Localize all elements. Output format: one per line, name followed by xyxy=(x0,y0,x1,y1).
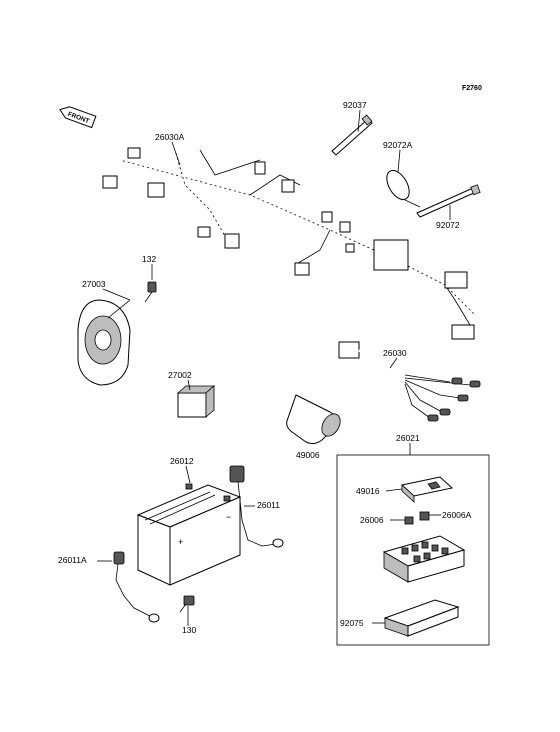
case-92075[interactable] xyxy=(383,599,460,637)
label-132: 132 xyxy=(142,254,156,264)
label-26006A: 26006A xyxy=(442,510,472,520)
battery-minus-icon: − xyxy=(226,512,231,522)
label-130: 130 xyxy=(182,625,196,635)
cap-49006[interactable] xyxy=(286,394,344,445)
bolt-130[interactable] xyxy=(179,595,195,613)
band-92072[interactable] xyxy=(416,184,481,218)
battery-plus-icon: + xyxy=(178,537,183,547)
battery-lead-26011[interactable] xyxy=(229,465,284,548)
fuse-26006A[interactable] xyxy=(419,511,430,521)
label-26021: 26021 xyxy=(396,433,420,443)
horn-27003[interactable] xyxy=(77,299,131,386)
label-26011: 26011 xyxy=(257,500,280,510)
junction-box-group-frame xyxy=(336,454,490,646)
label-26006: 26006 xyxy=(360,515,384,525)
cover-49016[interactable] xyxy=(400,476,454,503)
label-26012: 26012 xyxy=(170,456,194,466)
label-26030A: 26030A xyxy=(155,132,185,142)
fuse-26006[interactable] xyxy=(404,516,414,525)
bolt-132[interactable] xyxy=(144,281,157,303)
label-92037: 92037 xyxy=(343,100,367,110)
label-92072: 92072 xyxy=(436,220,460,230)
diagram-code: F2760 xyxy=(462,85,482,92)
clamp-92072A[interactable] xyxy=(382,167,421,208)
main-wiring-harness[interactable] xyxy=(102,147,477,340)
front-direction-badge: FRONT xyxy=(59,106,97,129)
label-49016: 49016 xyxy=(356,486,380,496)
battery-lead-26011A[interactable] xyxy=(113,551,160,623)
relay-27002[interactable] xyxy=(176,385,216,418)
label-27002: 27002 xyxy=(168,370,192,380)
junction-box-body[interactable] xyxy=(382,535,466,583)
label-92072A: 92072A xyxy=(383,140,413,150)
sub-harness-26030[interactable] xyxy=(338,341,481,422)
label-92075: 92075 xyxy=(340,618,364,628)
band-92037[interactable] xyxy=(331,114,373,156)
battery-26012[interactable]: + − xyxy=(136,483,242,586)
label-26011A: 26011A xyxy=(58,555,87,565)
label-26030: 26030 xyxy=(383,348,407,358)
label-49006: 49006 xyxy=(296,450,320,460)
label-27003: 27003 xyxy=(82,279,106,289)
